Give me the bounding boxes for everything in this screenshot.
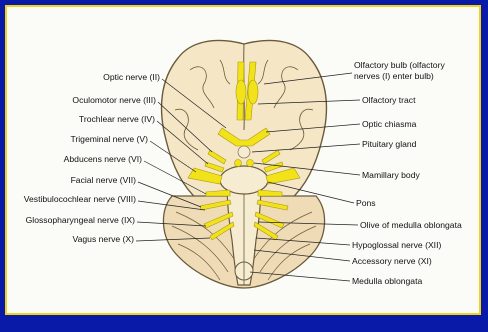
- label-vestibulocochlear-nerve: Vestibulocochlear nerve (VIII): [24, 194, 136, 204]
- label-olfactory-tract: Olfactory tract: [362, 95, 416, 105]
- label-abducens-nerve: Abducens nerve (VI): [64, 154, 142, 164]
- label-medulla: Medulla oblongata: [352, 276, 422, 286]
- label-pons: Pons: [356, 198, 376, 208]
- label-oculomotor-nerve: Oculomotor nerve (III): [72, 95, 156, 105]
- label-optic-chiasma: Optic chiasma: [362, 119, 417, 129]
- label-facial-nerve: Facial nerve (VII): [71, 175, 137, 185]
- label-accessory-nerve: Accessory nerve (XI): [352, 256, 432, 266]
- label-olive: Olive of medulla oblongata: [360, 220, 462, 230]
- label-olfactory-bulb-2: nerves (I) enter bulb): [354, 71, 434, 81]
- label-optic-nerve: Optic nerve (II): [103, 72, 160, 82]
- label-hypoglossal-nerve: Hypoglossal nerve (XII): [352, 240, 441, 250]
- pons: [220, 166, 268, 194]
- label-mamillary-body: Mamillary body: [362, 170, 420, 180]
- label-glossopharyngeal-nerve: Glossopharyngeal nerve (IX): [26, 215, 136, 225]
- label-trochlear-nerve: Trochlear nerve (IV): [79, 114, 155, 124]
- label-trigeminal-nerve: Trigeminal nerve (V): [70, 134, 148, 144]
- label-pituitary-gland: Pituitary gland: [362, 139, 417, 149]
- label-vagus-nerve: Vagus nerve (X): [73, 234, 135, 244]
- label-olfactory-bulb-1: Olfactory bulb (olfactory: [354, 60, 445, 70]
